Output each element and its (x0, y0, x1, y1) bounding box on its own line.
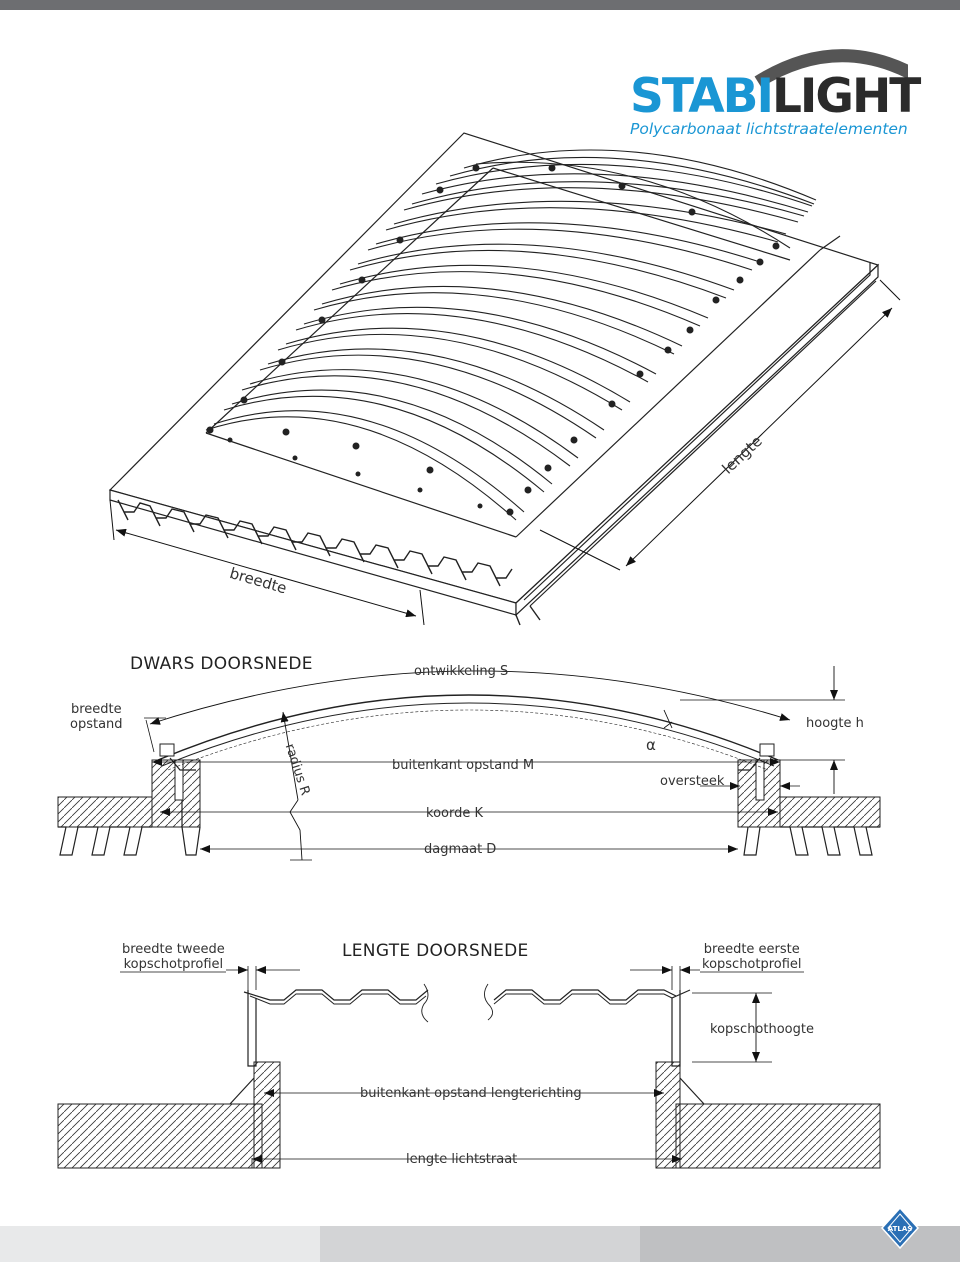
chord-label: koorde K (426, 806, 483, 821)
end-height-label: kopschothoogte (710, 1022, 814, 1037)
cross-left-slab (57, 796, 153, 828)
daylight-label: dagmaat D (424, 842, 497, 857)
outside-upstand-label: buitenkant opstand M (392, 758, 535, 773)
rooflight-length-label: lengte lichtstraat (406, 1152, 518, 1167)
footer-band-2 (320, 1226, 640, 1262)
second-end-width-label: breedte tweede kopschotprofiel (122, 942, 225, 972)
brand-tagline: Polycarbonaat lichtstraatelementen (630, 120, 908, 138)
alpha-label: α (646, 736, 656, 754)
brand-name-part1: STABI (630, 69, 774, 124)
cross-section-drawing (57, 666, 881, 861)
second-end-width-line1: breedte tweede (122, 942, 225, 957)
cross-section-title: DWARS DOORSNEDE (130, 654, 313, 674)
length-right-upstand (655, 1061, 681, 1169)
length-left-slab (57, 1103, 263, 1169)
logo-arc-icon (754, 49, 908, 88)
second-end-width-line2: kopschotprofiel (123, 957, 224, 972)
upstand-width-label-line1: breedte (70, 702, 122, 717)
upstand-width-label: breedte opstand (70, 702, 123, 732)
length-dimension (539, 279, 901, 571)
length-left-upstand (253, 1061, 281, 1169)
overhang-label: oversteek (660, 774, 725, 789)
length-sheet-right (493, 989, 677, 1001)
cross-right-slab (779, 796, 881, 828)
brand-name-part2: LIGHT (771, 69, 921, 124)
length-section-title: LENGTE DOORSNEDE (342, 941, 529, 961)
brand-name: STABILIGHT (630, 69, 921, 124)
isometric-view (108, 132, 901, 626)
length-right-slab (675, 1103, 881, 1169)
top-bar (0, 0, 960, 10)
atlas-badge-text: ATLAS (888, 1225, 913, 1233)
atlas-badge-icon: ATLAS (880, 1206, 920, 1250)
outside-upstand-length-label: buitenkant opstand lengterichting (360, 1086, 582, 1101)
first-end-width-line2: kopschotprofiel (702, 957, 802, 972)
length-section-drawing (57, 966, 881, 1169)
first-end-width-line1: breedte eerste (703, 942, 800, 957)
length-sheet-left (243, 989, 429, 1001)
first-end-width-label: breedte eerste kopschotprofiel (702, 942, 802, 972)
brand-logo: STABILIGHT Polycarbonaat lichtstraatelem… (628, 42, 921, 142)
cross-arch (157, 694, 779, 761)
upstand-width-label-line2: opstand (70, 717, 123, 732)
footer-band-1 (0, 1226, 320, 1262)
width-dimension (109, 499, 425, 626)
height-label: hoogte h (806, 716, 864, 731)
development-label: ontwikkeling S (414, 664, 509, 679)
